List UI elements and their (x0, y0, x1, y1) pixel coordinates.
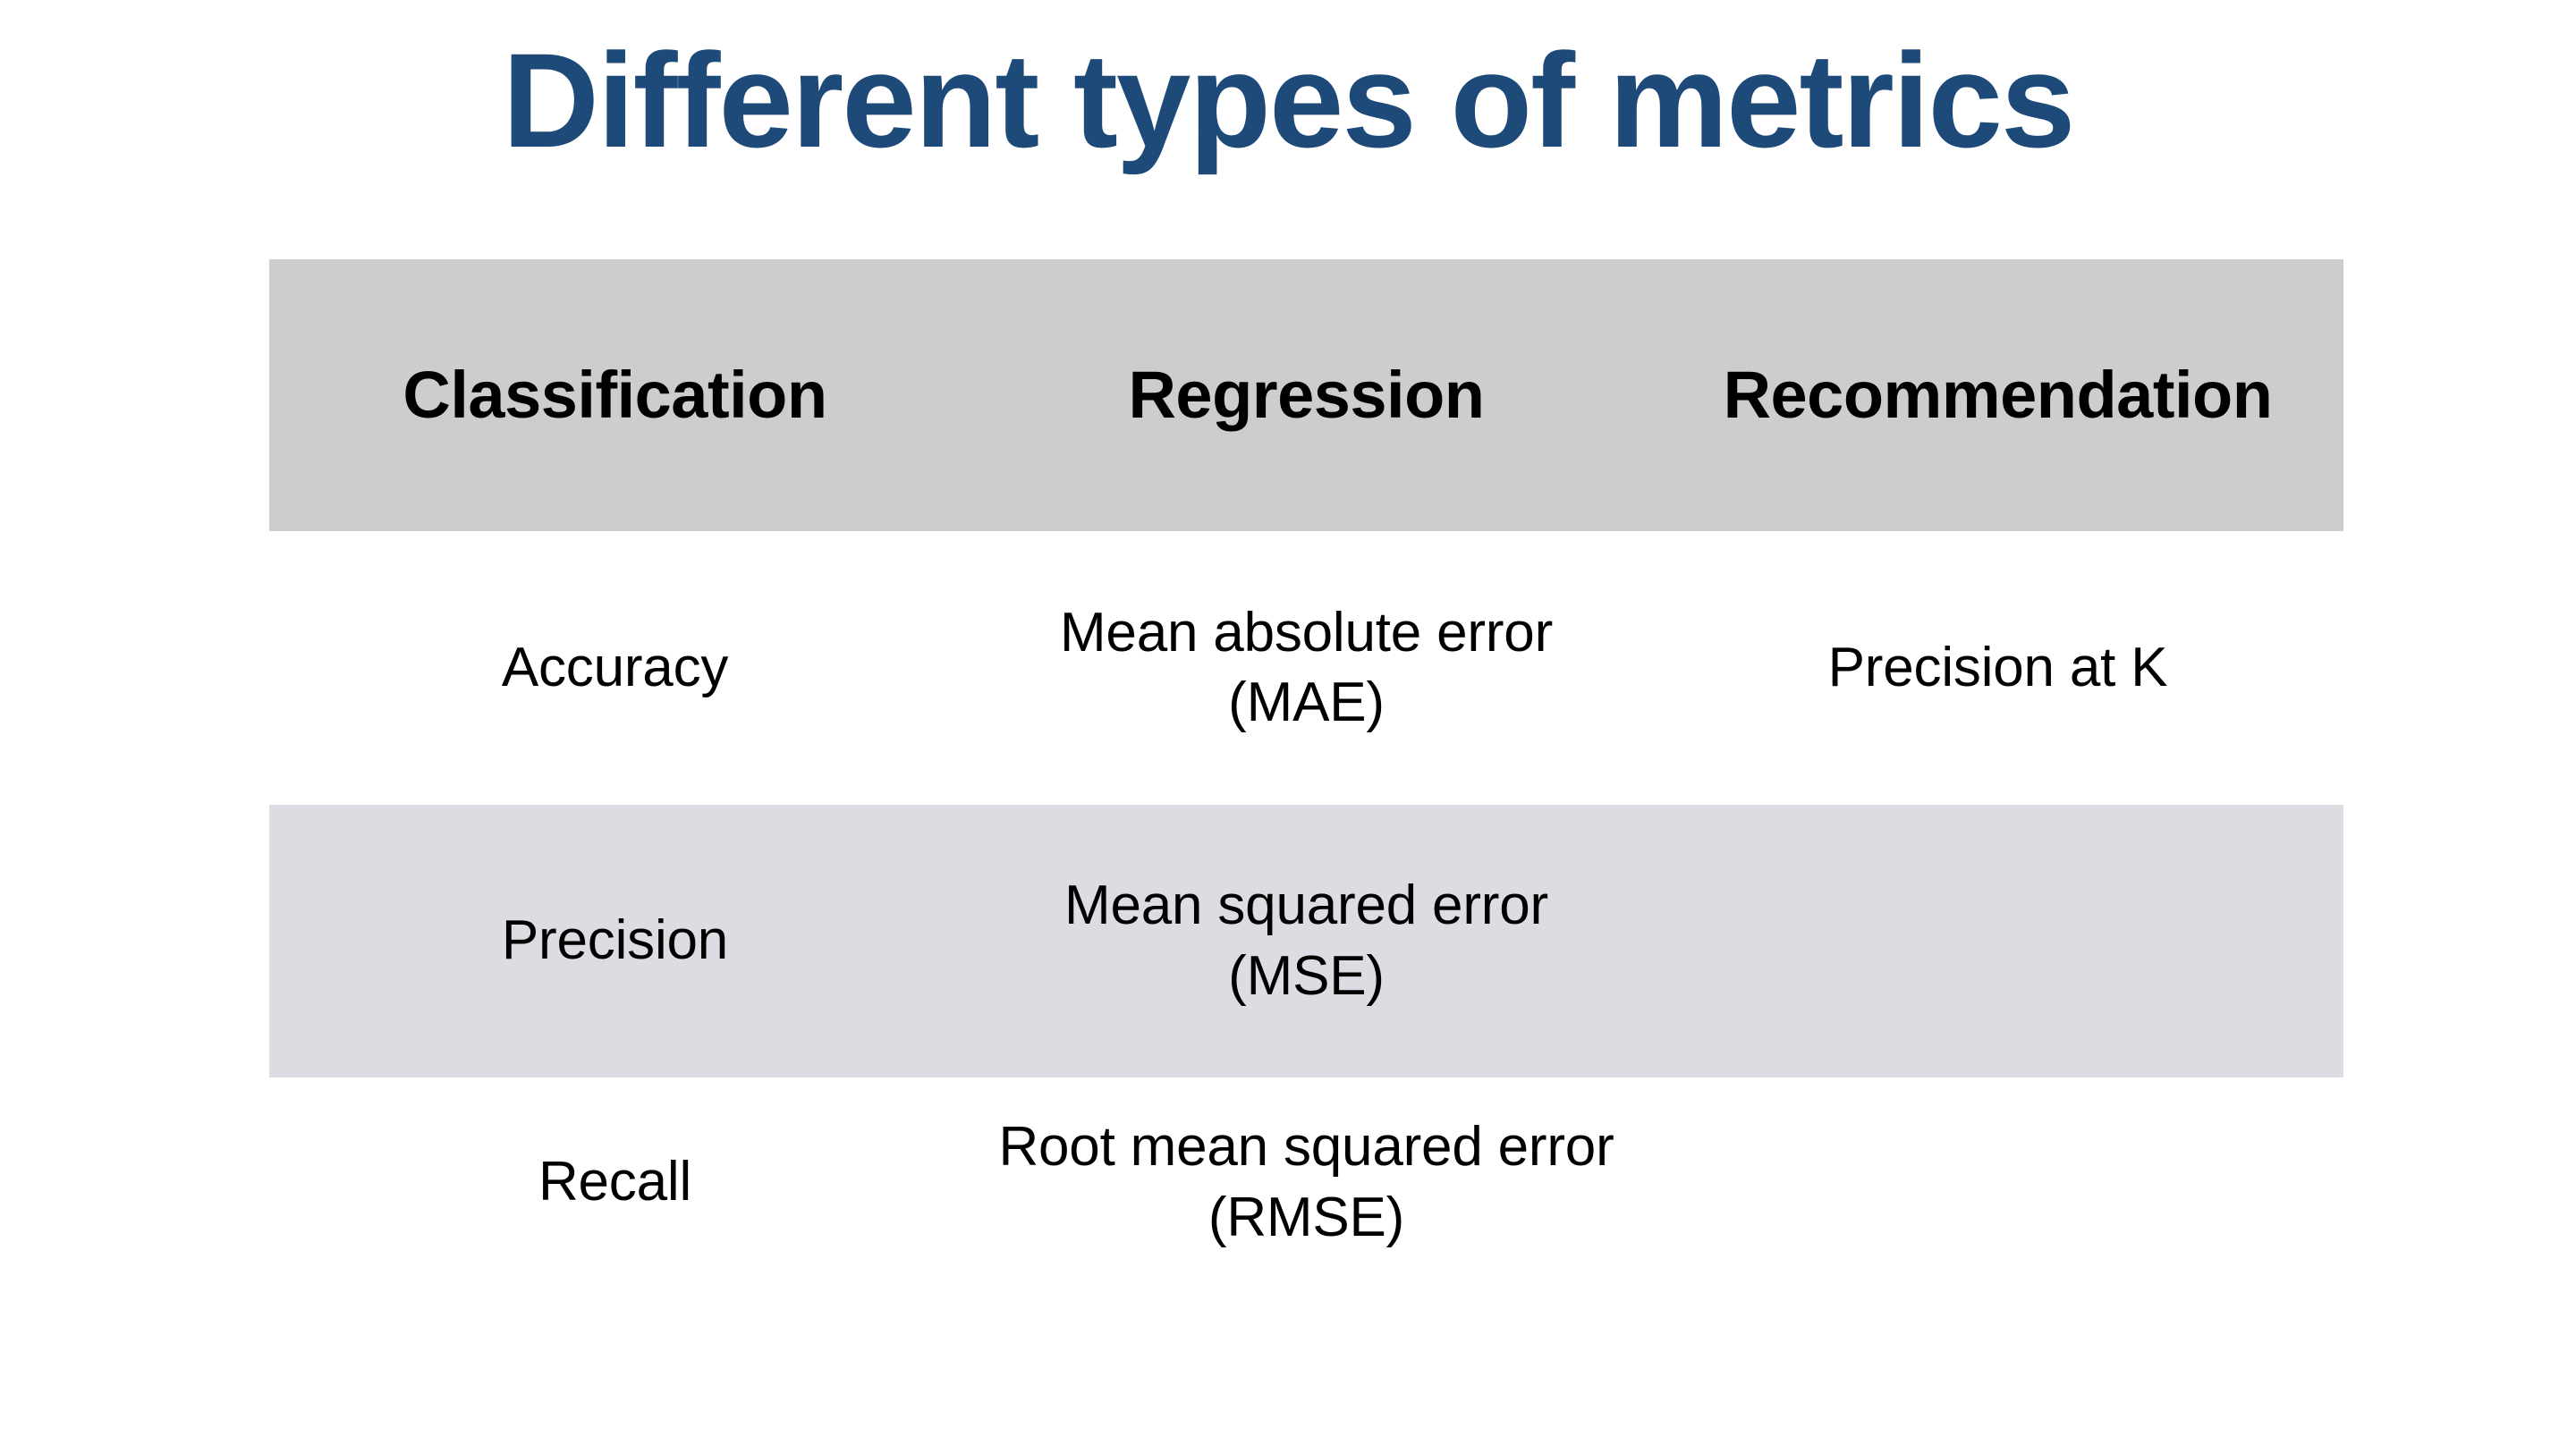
table-row: Precision Mean squared error (MSE) (269, 805, 2343, 1077)
cell-classification: Recall (538, 1151, 692, 1213)
cell-recommendation: Precision at K (1827, 636, 2168, 698)
table-header: Classification Regression Recommendation (269, 259, 2343, 531)
cell-classification: Precision (501, 909, 729, 972)
cell-regression: Mean squared error (MSE) (1064, 875, 1548, 1007)
cell-classification: Accuracy (501, 636, 729, 698)
column-header-recommendation: Recommendation (1723, 358, 2273, 433)
table-row: Recall Root mean squared error (RMSE) (269, 1077, 2343, 1288)
table-header-row: Classification Regression Recommendation (269, 259, 2343, 531)
metrics-table: Classification Regression Recommendation… (269, 259, 2343, 1288)
cell-regression: Mean absolute error (MAE) (1059, 601, 1554, 733)
column-header-classification: Classification (402, 358, 827, 433)
table-row: Accuracy Mean absolute error (MAE) Preci… (269, 531, 2343, 805)
cell-recommendation (1652, 805, 2343, 1077)
cell-regression: Root mean squared error (RMSE) (998, 1116, 1614, 1248)
cell-recommendation (1652, 1077, 2343, 1288)
column-header-regression: Regression (1128, 358, 1485, 433)
page-title: Different types of metrics (502, 25, 2076, 175)
table-body: Accuracy Mean absolute error (MAE) Preci… (269, 531, 2343, 1288)
